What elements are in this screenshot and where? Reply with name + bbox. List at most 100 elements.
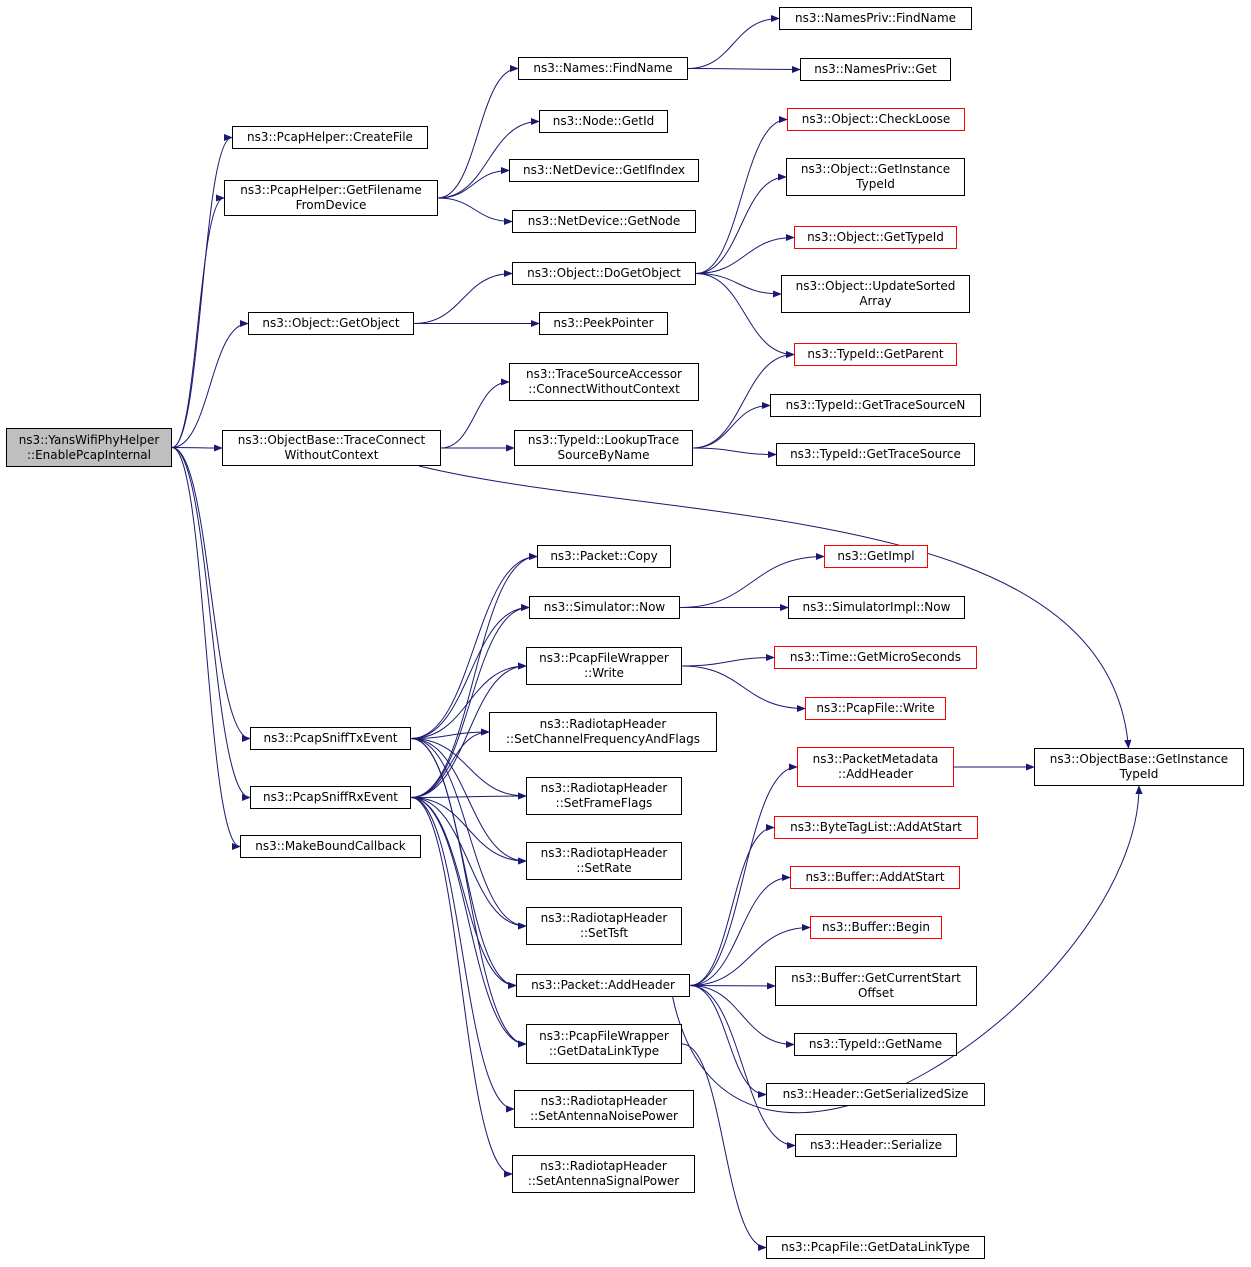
edge-sniffRx-to-packetcopy	[410, 552, 538, 798]
node-label: ::EnablePcapInternal	[26, 447, 151, 462]
node-makebound[interactable]: ns3::MakeBoundCallback	[240, 835, 421, 858]
node-sniffTx[interactable]: ns3::PcapSniffTxEvent	[250, 727, 411, 750]
edge-sniffRx-to-rtrate	[410, 797, 527, 865]
edge-root-to-sniffRx	[171, 447, 251, 802]
edge-sniffTx-to-rtchannel	[410, 728, 490, 739]
node-label: ::SetChannelFrequencyAndFlags	[506, 732, 700, 746]
edge-sniffTx-to-pfwwrite	[410, 662, 527, 739]
node-label: ns3::MakeBoundCallback	[255, 839, 406, 853]
node-hdrsersize[interactable]: ns3::Header::GetSerializedSize	[766, 1083, 985, 1106]
node-npfind[interactable]: ns3::NamesPriv::FindName	[779, 7, 972, 30]
node-gettracesource[interactable]: ns3::TypeId::GetTraceSource	[776, 443, 975, 466]
edge-getfilename-to-netnode	[437, 197, 513, 226]
node-rtchannel[interactable]: ns3::RadiotapHeader::SetChannelFrequency…	[489, 712, 717, 752]
node-simimplnow[interactable]: ns3::SimulatorImpl::Now	[788, 596, 965, 619]
edge-sniffRx-to-rtchannel	[410, 728, 490, 798]
node-getobject[interactable]: ns3::Object::GetObject	[248, 312, 414, 335]
node-pfwwrite[interactable]: ns3::PcapFileWrapper::Write	[526, 647, 682, 685]
node-typeidname[interactable]: ns3::TypeId::GetName	[794, 1033, 957, 1056]
node-label: ns3::NetDevice::GetNode	[527, 214, 681, 228]
node-peekpointer[interactable]: ns3::PeekPointer	[539, 312, 668, 335]
edge-root-to-getobject	[171, 319, 249, 448]
edge-root-to-getfilename	[171, 194, 225, 448]
node-label: Array	[859, 294, 892, 308]
edge-addheader-to-bufaddatstart	[689, 873, 791, 986]
node-rtrate[interactable]: ns3::RadiotapHeader::SetRate	[526, 842, 682, 880]
node-netifindex[interactable]: ns3::NetDevice::GetIfIndex	[509, 159, 699, 182]
node-label: ns3::Header::Serialize	[809, 1138, 943, 1152]
node-label: ns3::PcapFileWrapper	[539, 651, 669, 665]
edge-sniffTx-to-rtframe	[410, 738, 527, 800]
node-label: ns3::Object::UpdateSorted	[795, 279, 956, 293]
node-gettracesourcen[interactable]: ns3::TypeId::GetTraceSourceN	[770, 394, 981, 417]
node-label: ns3::PcapFile::Write	[816, 701, 935, 715]
edge-getobject-to-dogetobject	[413, 269, 513, 324]
edge-addheader-to-bufcurstart	[689, 982, 776, 990]
edge-traceconnect-to-obginsttypeid	[418, 465, 1132, 749]
node-hdrserialize[interactable]: ns3::Header::Serialize	[795, 1134, 957, 1157]
node-pfwdlt[interactable]: ns3::PcapFileWrapper::GetDataLinkType	[526, 1024, 682, 1064]
node-rtsignal[interactable]: ns3::RadiotapHeader::SetAntennaSignalPow…	[512, 1155, 695, 1193]
node-namesfind[interactable]: ns3::Names::FindName	[518, 57, 688, 80]
edge-addheader-to-obginsttypeid	[672, 785, 1143, 1113]
node-npget[interactable]: ns3::NamesPriv::Get	[800, 58, 951, 81]
node-dogetobject[interactable]: ns3::Object::DoGetObject	[512, 262, 696, 285]
node-btladdatstart[interactable]: ns3::ByteTagList::AddAtStart	[774, 816, 978, 839]
node-label: ns3::TraceSourceAccessor	[526, 367, 682, 381]
node-getmicro[interactable]: ns3::Time::GetMicroSeconds	[774, 646, 977, 669]
edge-addheader-to-bufbegin	[689, 923, 811, 986]
node-label: TypeId	[1119, 767, 1159, 781]
node-rtnoise[interactable]: ns3::RadiotapHeader::SetAntennaNoisePowe…	[514, 1090, 694, 1128]
node-label: ns3::RadiotapHeader	[539, 717, 667, 731]
edge-pfwwrite-to-getmicro	[681, 653, 775, 667]
node-getimpl[interactable]: ns3::GetImpl	[824, 545, 928, 568]
node-getparent[interactable]: ns3::TypeId::GetParent	[794, 343, 957, 366]
edge-simnow-to-getimpl	[679, 552, 825, 608]
node-label: ns3::Buffer::Begin	[821, 920, 931, 934]
edge-sniffRx-to-simnow	[410, 603, 530, 798]
node-nodeget[interactable]: ns3::Node::GetId	[539, 110, 668, 133]
edge-namesfind-to-npfind	[687, 14, 780, 69]
node-gettypeid[interactable]: ns3::Object::GetTypeId	[794, 226, 957, 249]
node-pmaddheader[interactable]: ns3::PacketMetadata::AddHeader	[797, 747, 954, 787]
edge-sniffTx-to-pfwdlt	[410, 738, 527, 1048]
node-simnow[interactable]: ns3::Simulator::Now	[529, 596, 680, 619]
node-bufaddatstart[interactable]: ns3::Buffer::AddAtStart	[790, 866, 960, 889]
edge-namesfind-to-npget	[687, 65, 801, 74]
edge-dogetobject-to-updatesorted	[695, 273, 782, 298]
node-label: ns3::TypeId::GetName	[808, 1037, 943, 1051]
node-checkloose[interactable]: ns3::Object::CheckLoose	[787, 108, 965, 131]
node-packetcopy[interactable]: ns3::Packet::Copy	[537, 545, 671, 568]
node-label: ns3::Buffer::GetCurrentStart	[791, 971, 961, 985]
node-netnode[interactable]: ns3::NetDevice::GetNode	[512, 210, 696, 233]
node-label: ns3::Object::DoGetObject	[527, 266, 681, 280]
node-addheader[interactable]: ns3::Packet::AddHeader	[516, 974, 690, 997]
node-label: ns3::PcapHelper::GetFilename	[240, 183, 422, 197]
edge-sniffTx-to-rttsft	[410, 738, 527, 930]
node-label: SourceByName	[557, 448, 650, 462]
node-createfile[interactable]: ns3::PcapHelper::CreateFile	[232, 126, 428, 149]
node-rttsft[interactable]: ns3::RadiotapHeader::SetTsft	[526, 907, 682, 945]
node-bufbegin[interactable]: ns3::Buffer::Begin	[810, 916, 942, 939]
node-pcapfilewrite[interactable]: ns3::PcapFile::Write	[805, 697, 946, 720]
edge-sniffRx-to-rttsft	[410, 797, 527, 930]
node-sniffRx[interactable]: ns3::PcapSniffRxEvent	[250, 786, 411, 809]
node-tsaccessor[interactable]: ns3::TraceSourceAccessor::ConnectWithout…	[509, 363, 699, 401]
node-pfdlt[interactable]: ns3::PcapFile::GetDataLinkType	[766, 1236, 985, 1259]
node-label: ns3::Time::GetMicroSeconds	[789, 650, 962, 664]
node-label: ns3::NamesPriv::FindName	[794, 11, 957, 25]
node-root[interactable]: ns3::YansWifiPhyHelper::EnablePcapIntern…	[6, 428, 172, 467]
node-label: ns3::PcapSniffTxEvent	[263, 731, 398, 745]
node-rtframe[interactable]: ns3::RadiotapHeader::SetFrameFlags	[526, 777, 682, 815]
edge-getfilename-to-namesfind	[437, 64, 519, 199]
node-label: ns3::GetImpl	[837, 549, 915, 563]
node-label: ns3::NamesPriv::Get	[814, 62, 937, 76]
